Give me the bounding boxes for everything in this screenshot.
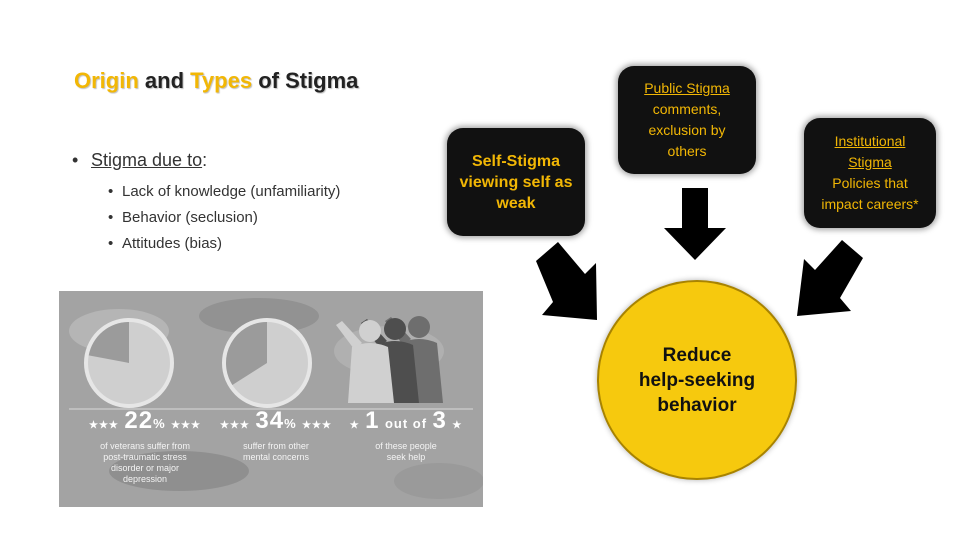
public-stigma-box: Public Stigma comments, exclusion by oth… — [618, 66, 756, 174]
star-icon: ★★★ — [89, 420, 119, 431]
saluting-soldiers-icon — [336, 316, 443, 403]
star-icon: ★ — [452, 420, 463, 431]
star-icon: ★★★ — [171, 420, 201, 431]
star-icon: ★★★ — [220, 420, 250, 431]
outcome-line: behavior — [657, 394, 737, 416]
public-stigma-line: comments, — [652, 101, 722, 117]
self-stigma-heading: Self-Stigma — [471, 152, 560, 170]
stat-number: 22 — [124, 407, 154, 434]
title-and: and — [138, 68, 191, 93]
stat-unit: out of — [384, 416, 428, 431]
self-stigma-line: weak — [496, 194, 536, 212]
title-types: Types — [190, 68, 253, 93]
sub-bullet-text: Behavior (seclusion) — [122, 209, 258, 226]
institutional-stigma-line: impact careers* — [821, 196, 919, 212]
stat-1-of-3: ★ 1 out of 3 ★ of these people seek help — [344, 407, 468, 463]
institutional-stigma-line: Policies that — [832, 175, 908, 191]
stat-34: ★★★ 34% ★★★ suffer from other mental con… — [212, 407, 340, 463]
stat-22: ★★★ 22% ★★★ of veterans suffer from post… — [80, 407, 210, 485]
stat-unit: % — [153, 416, 166, 431]
bullet-main-colon: : — [202, 150, 208, 170]
self-stigma-box: Self-Stigma viewing self as weak — [447, 128, 585, 236]
title-origin: Origin — [74, 68, 139, 93]
bullet-main: • Stigma due to: — [72, 150, 340, 171]
slide-title: Origin and Types of Stigma — [74, 68, 358, 94]
stat-unit: % — [284, 416, 297, 431]
stat-description: of these people seek help — [375, 441, 437, 462]
bullet-main-text: Stigma due to — [91, 150, 203, 170]
stat-number-2: 3 — [432, 407, 447, 434]
sub-bullet: •Behavior (seclusion) — [108, 209, 258, 226]
outcome-circle: Reduce help-seeking behavior — [597, 280, 797, 480]
stat-number: 34 — [255, 407, 285, 434]
self-stigma-line: viewing self as — [459, 173, 573, 191]
institutional-stigma-box: Institutional Stigma Policies that impac… — [804, 118, 936, 228]
diagonal-arrow-left — [536, 242, 597, 320]
pie-chart-22 — [84, 318, 174, 408]
stat-description: suffer from other mental concerns — [242, 441, 310, 462]
bullet-list: • Stigma due to: •Lack of knowledge (unf… — [72, 150, 340, 257]
bullet-dot: • — [72, 150, 79, 170]
veterans-infographic — [59, 291, 483, 507]
outcome-line: Reduce — [662, 344, 732, 366]
institutional-stigma-heading: Institutional — [834, 133, 906, 149]
star-icon: ★★★ — [302, 420, 332, 431]
sub-bullet-text: Attitudes (bias) — [122, 235, 223, 252]
title-rest: of Stigma — [252, 68, 359, 93]
sub-bullet-text: Lack of knowledge (unfamiliarity) — [122, 183, 341, 200]
public-stigma-heading: Public Stigma — [644, 80, 730, 96]
outcome-line: help-seeking — [638, 369, 756, 391]
stat-number: 1 — [365, 407, 380, 434]
down-arrow — [664, 188, 726, 260]
public-stigma-line: others — [667, 143, 707, 159]
sub-bullet: •Attitudes (bias) — [108, 235, 223, 252]
stat-description: of veterans suffer from post-traumatic s… — [100, 441, 190, 484]
infographic-graphics — [59, 291, 483, 507]
pie-chart-34 — [222, 318, 312, 408]
sub-bullet: •Lack of knowledge (unfamiliarity) — [108, 183, 341, 200]
institutional-stigma-heading: Stigma — [848, 154, 892, 170]
star-icon: ★ — [349, 420, 360, 431]
public-stigma-line: exclusion by — [648, 122, 726, 138]
diagonal-arrow-right — [797, 240, 863, 316]
